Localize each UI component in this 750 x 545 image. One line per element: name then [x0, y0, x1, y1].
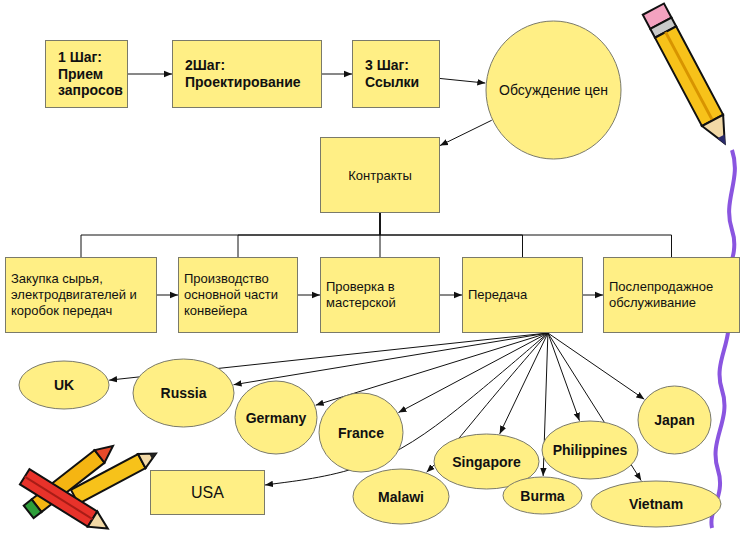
node-label: France	[320, 425, 402, 441]
ellipse-node: Обсуждение цен	[485, 20, 622, 160]
ellipse-shape	[542, 421, 638, 479]
node-label: Japan	[639, 412, 710, 428]
node-text-holder: Burma	[502, 486, 583, 506]
node-text-holder: Послепродажное обслуживание	[604, 275, 739, 316]
node-label: Обсуждение цен	[492, 82, 615, 98]
connector	[380, 213, 672, 257]
ellipse-node: Philippines	[541, 420, 639, 480]
pencil	[643, 3, 736, 150]
ellipse-node: UK	[18, 360, 110, 410]
ellipse-shape	[235, 381, 317, 454]
crayon	[71, 446, 161, 504]
connector	[548, 333, 644, 399]
node-text-holder: 1 Шаг: Прием запросов	[46, 45, 127, 103]
connector	[234, 333, 548, 385]
connector	[398, 333, 547, 413]
ellipse-node: Germany	[234, 380, 318, 455]
node-text-holder: Japan	[637, 410, 712, 430]
ellipse-shape	[503, 477, 582, 514]
ellipse-node: Japan	[637, 385, 712, 455]
node-text-holder: UK	[18, 375, 110, 395]
connector	[157, 295, 178, 296]
connector	[440, 120, 492, 145]
node-text-holder: Russia	[132, 383, 235, 403]
ellipse-shape	[638, 386, 711, 454]
node-label: Philippines	[543, 442, 637, 458]
connector	[440, 295, 462, 296]
process-box: Передача	[462, 257, 583, 333]
ellipse-node: France	[318, 392, 404, 473]
node-label: 3 Шаг: Ссылки	[365, 57, 432, 91]
crayon	[20, 469, 113, 536]
connector	[583, 295, 603, 296]
ellipse-node: Vietnam	[590, 480, 722, 528]
process-box: Производство основной части конвейера	[178, 257, 298, 333]
node-label: Проверка в мастерской	[326, 279, 434, 312]
process-box: Закупка сырья, электродвигателей и короб…	[5, 257, 157, 333]
node-label: Russia	[134, 385, 233, 401]
ellipse-shape	[591, 481, 721, 527]
node-label: 1 Шаг: Прием запросов	[58, 49, 120, 99]
node-label: Burma	[504, 488, 581, 504]
node-text-holder: Malawi	[352, 487, 450, 507]
node-label: Контракты	[328, 168, 432, 183]
node-label: Послепродажное обслуживание	[609, 279, 734, 312]
connector	[81, 213, 380, 257]
node-text-holder: France	[318, 423, 404, 443]
node-label: Производство основной части конвейера	[184, 271, 292, 320]
process-box: 3 Шаг: Ссылки	[352, 40, 440, 108]
connector	[128, 74, 172, 75]
ellipse-node: Russia	[132, 358, 235, 428]
process-box: USA	[150, 470, 265, 515]
process-box: Послепродажное обслуживание	[603, 257, 740, 333]
node-label: Передача	[468, 287, 577, 303]
node-text-holder: Vietnam	[590, 494, 722, 514]
node-text-holder: 3 Шаг: Ссылки	[353, 53, 439, 95]
node-text-holder: Singapore	[433, 452, 540, 472]
ellipse-node: Malawi	[352, 468, 450, 525]
node-label: Malawi	[354, 489, 448, 505]
ellipse-shape	[319, 393, 403, 472]
wavy-line	[711, 150, 734, 528]
connector	[440, 78, 485, 83]
node-label: Vietnam	[592, 496, 720, 512]
ellipse-shape	[133, 359, 234, 427]
ellipse-node: Burma	[502, 476, 583, 515]
ellipse-shape	[353, 469, 449, 524]
ellipse-shape	[19, 361, 109, 409]
connector	[298, 295, 320, 296]
node-text-holder: Контракты	[321, 164, 439, 187]
process-box: 2Шаг: Проектирование	[172, 40, 322, 108]
node-text-holder: 2Шаг: Проектирование	[173, 53, 321, 95]
node-text-holder: Philippines	[541, 440, 639, 460]
node-text-holder: Передача	[463, 283, 582, 307]
process-box: Проверка в мастерской	[320, 257, 440, 333]
process-box: 1 Шаг: Прием запросов	[45, 40, 128, 108]
node-text-holder: Закупка сырья, электродвигателей и короб…	[6, 267, 156, 324]
connector	[322, 74, 352, 75]
connector	[500, 333, 548, 434]
node-label: USA	[158, 484, 257, 502]
connector	[238, 213, 380, 257]
node-text-holder: Проверка в мастерской	[321, 275, 439, 316]
node-label: 2Шаг: Проектирование	[185, 57, 314, 91]
node-label: UK	[20, 377, 108, 393]
node-label: Закупка сырья, электродвигателей и короб…	[11, 271, 151, 320]
node-text-holder: Germany	[234, 408, 318, 428]
ellipse-shape	[486, 21, 621, 159]
node-label: Singapore	[435, 454, 538, 470]
node-text-holder: Обсуждение цен	[485, 78, 622, 102]
node-label: Germany	[236, 410, 316, 426]
node-text-holder: USA	[151, 480, 264, 506]
connector	[548, 333, 580, 421]
process-box: Контракты	[320, 137, 440, 213]
node-text-holder: Производство основной части конвейера	[179, 267, 297, 324]
